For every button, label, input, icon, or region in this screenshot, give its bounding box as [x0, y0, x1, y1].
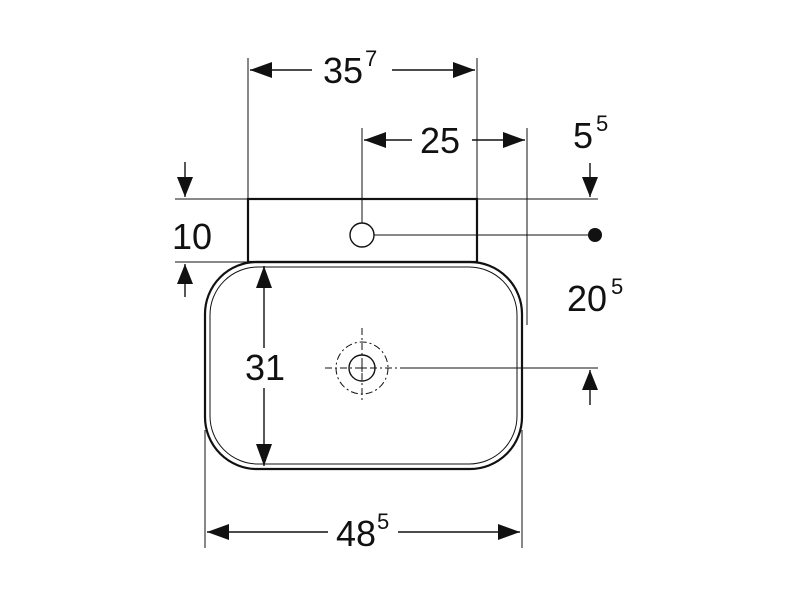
dimension-label-total-width: 48: [336, 513, 376, 554]
basin-outer-outline: [203, 260, 524, 471]
dimension-sup-top-width: 7: [365, 46, 377, 71]
dimension-label-top-width: 35: [323, 50, 363, 91]
dimension-label-tap-offset: 25: [420, 120, 460, 161]
dimension-label-side-offset: 5: [573, 115, 593, 156]
dimension-top-width: 35 7: [250, 46, 475, 91]
dimension-waste-depth: 20 5: [567, 274, 623, 405]
dimension-label-deck-depth: 10: [172, 216, 212, 257]
dimension-label-waste-depth: 20: [567, 278, 607, 319]
dimension-side-offset: 5 5: [573, 111, 608, 197]
dimension-tap-offset: 25: [364, 120, 525, 161]
extension-lines: [175, 58, 598, 548]
basin-inner-outline: [209, 266, 518, 465]
dimension-sup-waste-depth: 5: [611, 274, 623, 299]
dimension-deck-depth: 10: [172, 162, 212, 297]
dimension-label-bowl-depth: 31: [245, 347, 285, 388]
tap-hole-icon: [349, 222, 602, 248]
dimension-sup-side-offset: 5: [596, 111, 608, 136]
drain-icon: [325, 328, 598, 400]
dimension-total-width: 48 5: [207, 509, 520, 554]
dimension-bowl-depth: 31: [245, 266, 285, 466]
dimension-sup-total-width: 5: [377, 509, 389, 534]
